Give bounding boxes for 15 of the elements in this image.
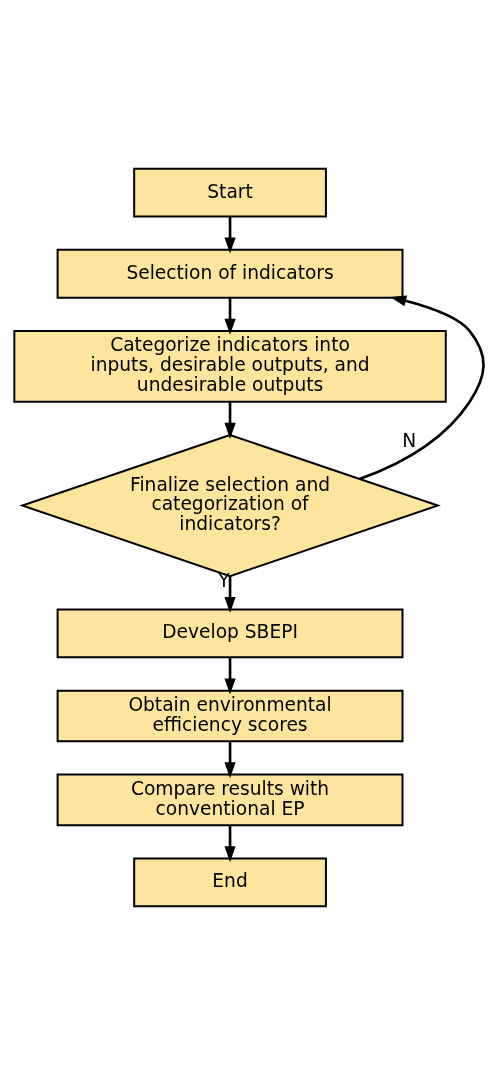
arrow [223, 216, 236, 254]
arrow [223, 401, 236, 439]
arrow [358, 294, 485, 480]
node-box: Develop SBEPI [56, 607, 403, 658]
arrow [223, 575, 236, 613]
node-box: End [132, 856, 327, 907]
node-box: Obtain environmental efficiency scores [56, 689, 403, 742]
arrow [223, 741, 236, 778]
arrow [223, 656, 236, 694]
node-box: Compare results with conventional EP [56, 773, 403, 826]
arrow [223, 297, 236, 335]
arrow [223, 824, 236, 862]
node-box: Selection of indicators [56, 248, 403, 299]
node-box: Categorize indicators into inputs, desirable outputs, and undesirable outputs [12, 329, 447, 403]
node-box: Start [132, 167, 327, 218]
